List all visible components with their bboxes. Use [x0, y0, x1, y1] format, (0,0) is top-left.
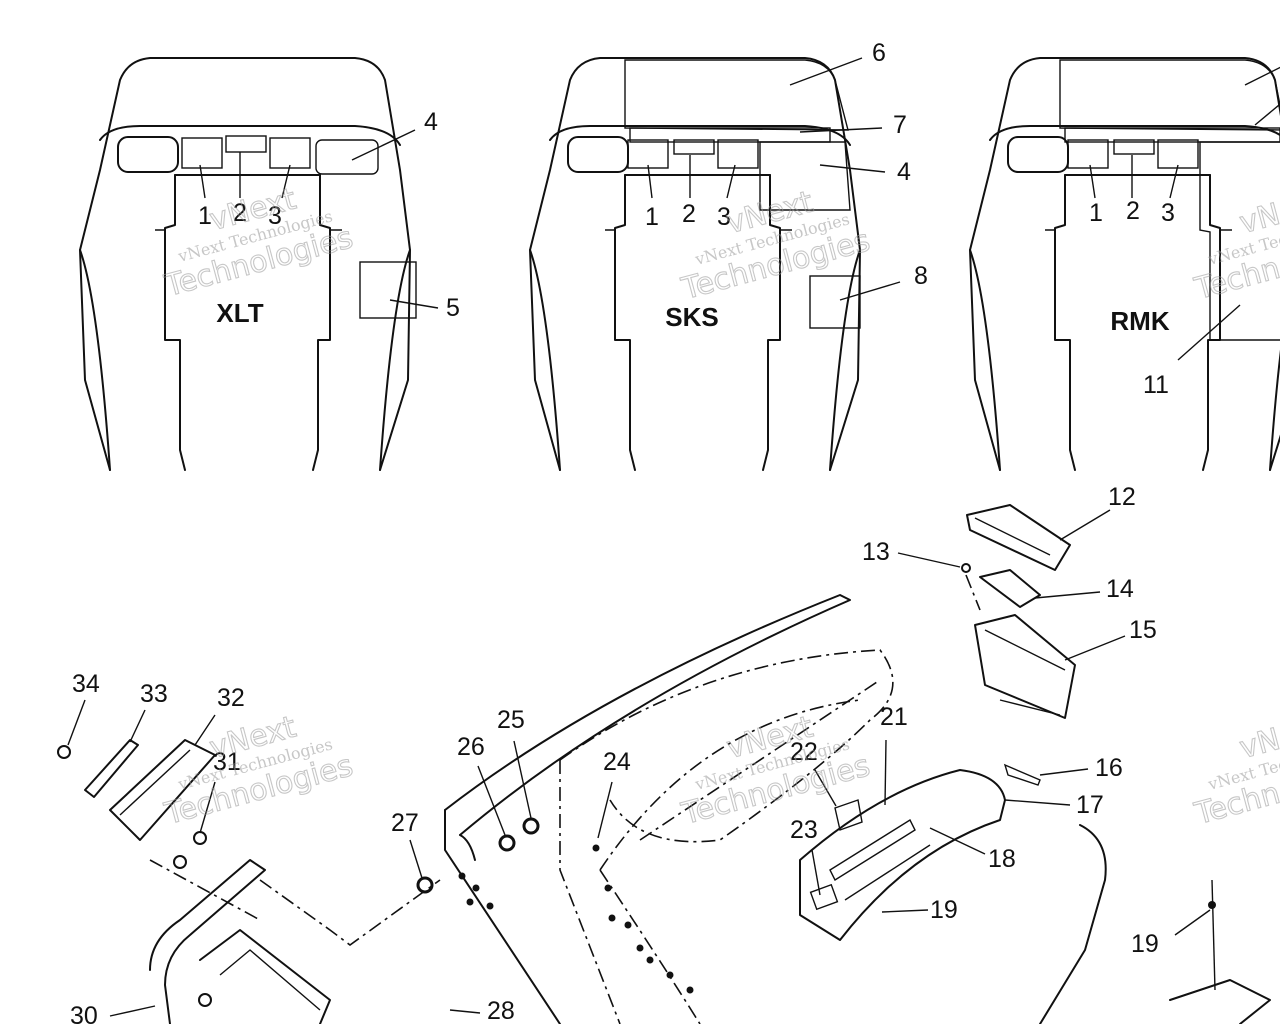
callout-18: 18 — [988, 845, 1016, 873]
callout-3: 3 — [268, 202, 282, 230]
callout-2: 2 — [682, 200, 696, 228]
callout-24: 24 — [603, 748, 631, 776]
gauge-assembly — [961, 504, 1076, 719]
callout-17: 17 — [1076, 791, 1104, 819]
callout-3: 3 — [1161, 199, 1175, 227]
callout-31: 31 — [213, 748, 241, 776]
callout-28: 28 — [487, 997, 515, 1024]
callout-32: 32 — [217, 684, 245, 712]
callout-34: 34 — [72, 670, 100, 698]
callout-15: 15 — [1129, 616, 1157, 644]
callout-33: 33 — [140, 680, 168, 708]
callout-1: 1 — [198, 202, 212, 230]
left-hardware — [57, 739, 540, 1024]
callout-6: 6 — [872, 39, 886, 67]
callout-11: 11 — [1143, 371, 1169, 399]
callout-19-right: 19 — [1131, 930, 1159, 958]
callout-1: 1 — [1089, 199, 1103, 227]
callout-13: 13 — [862, 538, 890, 566]
callout-16: 16 — [1095, 754, 1123, 782]
callout-30: 30 — [70, 1002, 98, 1024]
callout-2: 2 — [233, 199, 247, 227]
callout-3: 3 — [717, 203, 731, 231]
hood-assembly — [444, 594, 1271, 1024]
hood-xlt — [79, 57, 439, 471]
callout-numbers: 1 2 3 4 5 1 2 3 6 7 4 8 1 2 3 11 12 13 1… — [70, 39, 1175, 1024]
model-label-xlt: XLT — [216, 298, 263, 328]
callout-26: 26 — [457, 733, 485, 761]
callout-7: 7 — [893, 111, 907, 139]
hood-sks — [529, 57, 901, 471]
callout-1: 1 — [645, 203, 659, 231]
callout-12: 12 — [1108, 483, 1136, 511]
model-label-sks: SKS — [665, 302, 718, 332]
callout-2: 2 — [1126, 197, 1140, 225]
callout-4: 4 — [424, 108, 438, 136]
callout-8: 8 — [914, 262, 928, 290]
leader-lines — [67, 509, 1211, 1017]
hood-rmk — [969, 57, 1280, 471]
callout-21: 21 — [880, 703, 908, 731]
callout-19: 19 — [930, 896, 958, 924]
model-label-rmk: RMK — [1110, 306, 1169, 336]
callout-23: 23 — [790, 816, 818, 844]
callout-14: 14 — [1106, 575, 1134, 603]
callout-27: 27 — [391, 809, 419, 837]
callout-25: 25 — [497, 706, 525, 734]
callout-4: 4 — [897, 158, 911, 186]
callout-22: 22 — [790, 738, 818, 766]
callout-5: 5 — [446, 294, 460, 322]
